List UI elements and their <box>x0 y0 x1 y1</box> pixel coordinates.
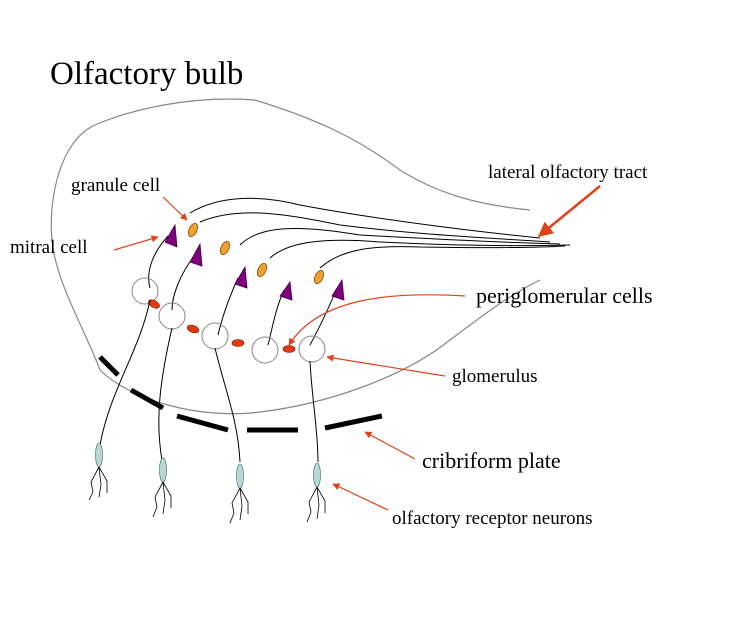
orn-arrow <box>332 483 389 511</box>
receptor-axons <box>99 299 319 463</box>
granule-cells <box>187 223 325 284</box>
label-periglomerular-cells: periglomerular cells <box>476 283 653 308</box>
bulb-outline <box>50 98 541 415</box>
receptor-neuron <box>159 457 167 483</box>
mitral-cell <box>189 242 203 267</box>
granule-cell <box>313 270 325 284</box>
granule-cell <box>219 241 231 255</box>
cribriform-plate <box>98 355 383 433</box>
label-cribriform-plate: cribriform plate <box>422 448 561 473</box>
receptor-neuron <box>236 463 244 489</box>
label-lateral-olfactory-tract: lateral olfactory tract <box>488 162 648 183</box>
mitral-dendrites <box>148 235 337 346</box>
periglomerular-arrow <box>288 294 466 346</box>
mitral-cell <box>234 265 248 289</box>
label-glomerulus: glomerulus <box>452 366 538 387</box>
glomeruli <box>131 277 326 364</box>
glomerulus <box>131 277 159 305</box>
glomerulus-arrow <box>326 354 446 377</box>
granule-cell <box>256 263 268 277</box>
mitral-cell <box>279 280 293 301</box>
granule-cell <box>187 223 199 237</box>
label-arrows <box>113 185 601 511</box>
glomerulus <box>201 322 229 350</box>
periglomerular-cells <box>148 299 296 353</box>
mitral-cells <box>164 223 345 301</box>
receptor-cilia <box>88 466 326 524</box>
label-olfactory-receptor-neurons: olfactory receptor neurons <box>392 508 593 529</box>
page-title: Olfactory bulb <box>50 56 244 92</box>
receptor-neuron <box>95 442 103 468</box>
lot-arrow <box>537 185 601 237</box>
cribriform-arrow <box>364 431 416 460</box>
label-mitral-cell: mitral cell <box>10 237 88 258</box>
granule-arrow <box>162 196 188 221</box>
glomerulus <box>251 336 279 364</box>
mitral-cell <box>164 223 178 248</box>
receptor-neurons <box>95 442 321 489</box>
tract-fibers <box>189 197 571 269</box>
mitral-arrow <box>113 235 159 251</box>
receptor-neuron <box>313 462 321 488</box>
mitral-cell <box>331 278 345 301</box>
label-granule-cell: granule cell <box>71 175 161 196</box>
glomerulus <box>298 335 326 363</box>
